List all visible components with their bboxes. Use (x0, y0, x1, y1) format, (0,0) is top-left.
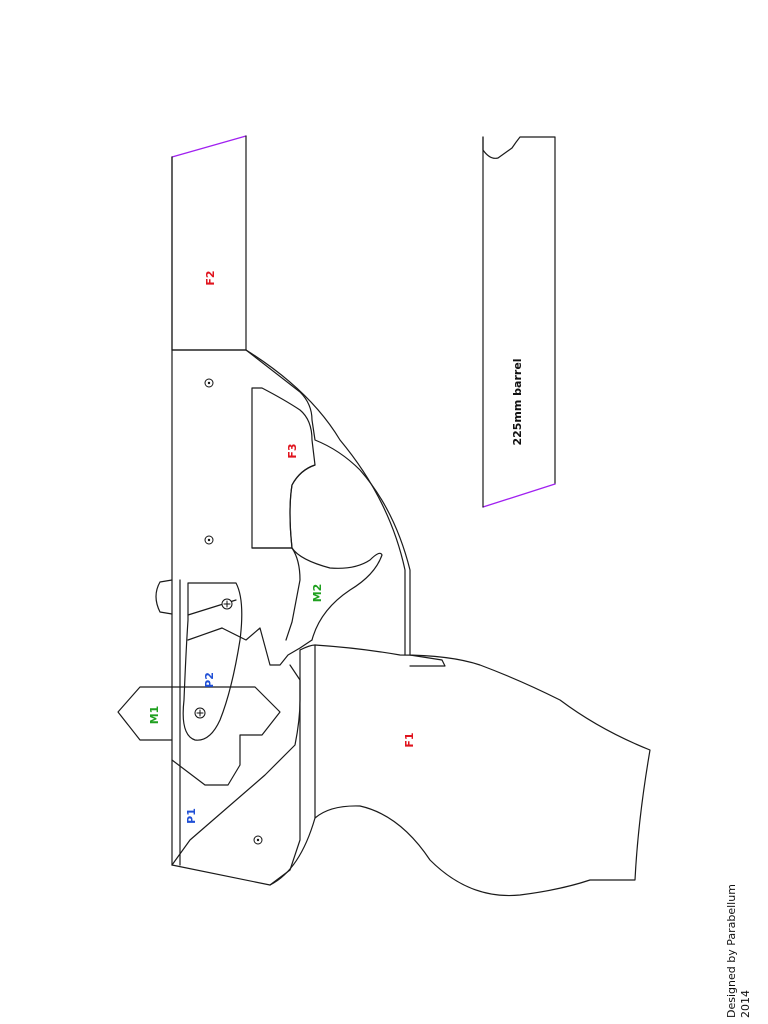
pin-part-p2 (182, 582, 243, 741)
pin-hole-icon (204, 535, 214, 545)
pin-hole-icon (221, 598, 233, 610)
mechanism-part-m1 (117, 686, 173, 741)
pin-hole-icon (253, 835, 263, 845)
barrel-part (482, 136, 556, 508)
label-f2: F2 (204, 270, 217, 285)
barrel-label: 225mm barrel (511, 358, 524, 445)
f2-cut-edge (171, 135, 247, 158)
label-m1: M1 (148, 706, 161, 725)
frame-part-f3 (251, 387, 316, 549)
credit-line-2: 2014 (739, 990, 752, 1018)
pin-part-p1 (171, 649, 301, 886)
label-f1: F1 (403, 732, 416, 747)
frame-part-f2 (171, 135, 247, 866)
barrel-cut-edge (482, 483, 556, 508)
frame-part-f1 (269, 644, 651, 897)
mechanism-part-m2 (221, 464, 383, 666)
receiver-outline (171, 349, 446, 667)
label-f3: F3 (286, 443, 299, 458)
pin-hole-icon (194, 707, 206, 719)
label-p2: P2 (203, 672, 216, 688)
label-m2: M2 (311, 584, 324, 603)
credit-line-1: Designed by Parabellum (725, 884, 738, 1018)
pin-hole-icon (204, 378, 214, 388)
label-p1: P1 (185, 808, 198, 824)
spine-nub (155, 579, 181, 866)
